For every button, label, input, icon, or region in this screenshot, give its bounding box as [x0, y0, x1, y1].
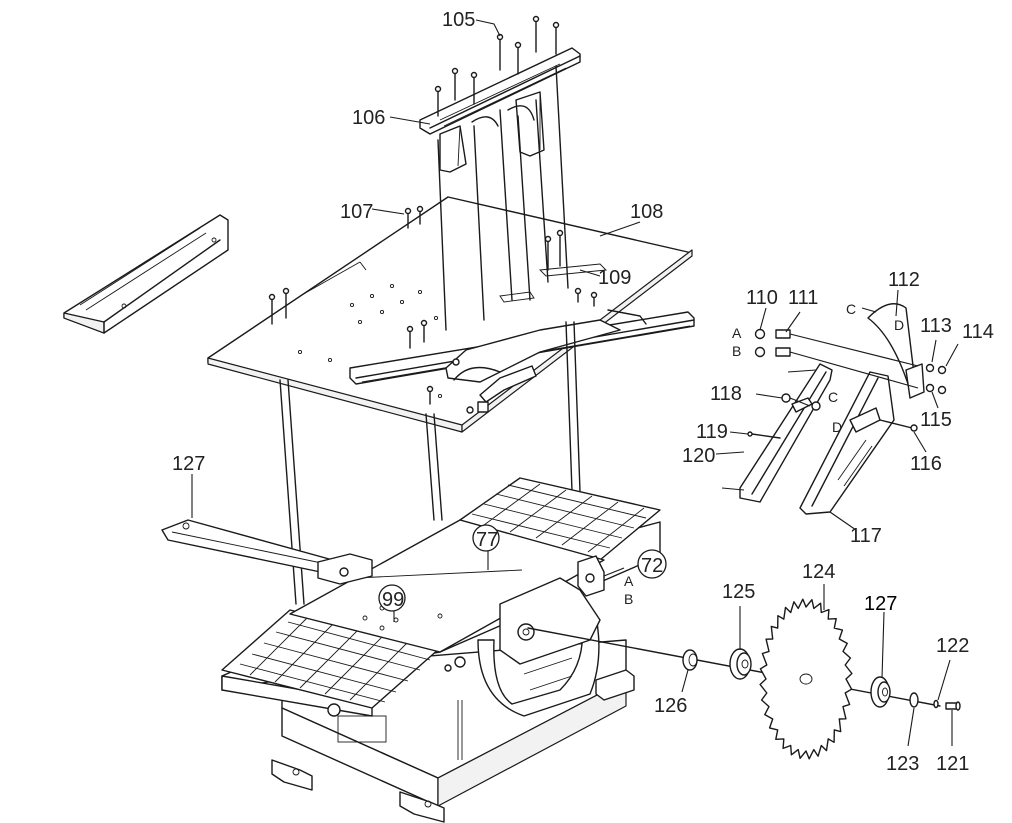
bolt-row-B [754, 346, 919, 389]
circled-references: 77 99 72 [378, 524, 667, 612]
flange-127 [870, 676, 891, 708]
pin-116 [879, 419, 918, 432]
label-112: 112 [888, 269, 920, 291]
ref-99: 99 [382, 589, 404, 611]
letter-D-guard: D [832, 419, 842, 435]
rip-fence-part [63, 214, 229, 334]
flange-125 [729, 648, 752, 680]
letter-B-top: B [732, 343, 741, 359]
part-number-labels: 105 106 107 108 109 110 111 112 113 114 … [172, 9, 994, 775]
nut-126 [682, 649, 698, 671]
label-124: 124 [802, 561, 835, 583]
label-107: 107 [340, 201, 373, 223]
washers-113-114-115 [925, 363, 947, 395]
label-115: 115 [920, 409, 952, 431]
letter-D-cover: D [894, 317, 904, 333]
label-122: 122 [936, 635, 969, 657]
label-113: 113 [920, 315, 952, 337]
label-108: 108 [630, 201, 663, 223]
ref-72: 72 [641, 555, 663, 577]
washer-123 [909, 692, 919, 708]
ref-circle-99 [378, 584, 406, 612]
letter-B-base: B [624, 591, 633, 607]
guard-cover-112 [867, 303, 925, 399]
label-110: 110 [746, 287, 778, 309]
label-127-left: 127 [172, 453, 205, 475]
right-grid-pattern [471, 483, 647, 553]
mitre-gauge-part [349, 309, 695, 414]
ref-circle-72 [637, 549, 667, 579]
bolt-110-111-row-A [754, 328, 919, 367]
ref-circle-77 [472, 524, 500, 552]
bolt-121 [945, 701, 961, 711]
letter-C-cover: C [846, 301, 856, 317]
label-127-right: 127 [864, 593, 897, 615]
label-114: 114 [962, 321, 994, 343]
table-holes [297, 283, 443, 399]
label-106: 106 [352, 107, 385, 129]
label-125: 125 [722, 581, 755, 603]
label-126: 126 [654, 695, 687, 717]
leader-lines [191, 19, 959, 747]
letter-A-base: A [624, 573, 634, 589]
saw-base-part [161, 477, 661, 823]
label-119: 119 [696, 421, 728, 443]
label-117: 117 [850, 525, 882, 547]
riving-knife-120 [739, 363, 833, 503]
table-screws-107 [268, 205, 598, 405]
label-121: 121 [936, 753, 969, 775]
guard-screws-105 [434, 15, 569, 331]
letter-C-knife: C [828, 389, 838, 405]
washer-122 [933, 699, 939, 709]
label-123: 123 [886, 753, 919, 775]
label-116: 116 [910, 453, 942, 475]
letter-A-top: A [732, 325, 742, 341]
saw-blade-124 [759, 598, 853, 760]
label-111: 111 [788, 287, 818, 309]
left-grid-pattern [239, 614, 431, 703]
ref-77: 77 [476, 529, 498, 551]
label-109: 109 [598, 267, 631, 289]
label-120: 120 [682, 445, 715, 467]
label-105: 105 [442, 9, 475, 31]
connection-letters: A B A B C D C D [624, 301, 904, 607]
label-118: 118 [710, 383, 742, 405]
